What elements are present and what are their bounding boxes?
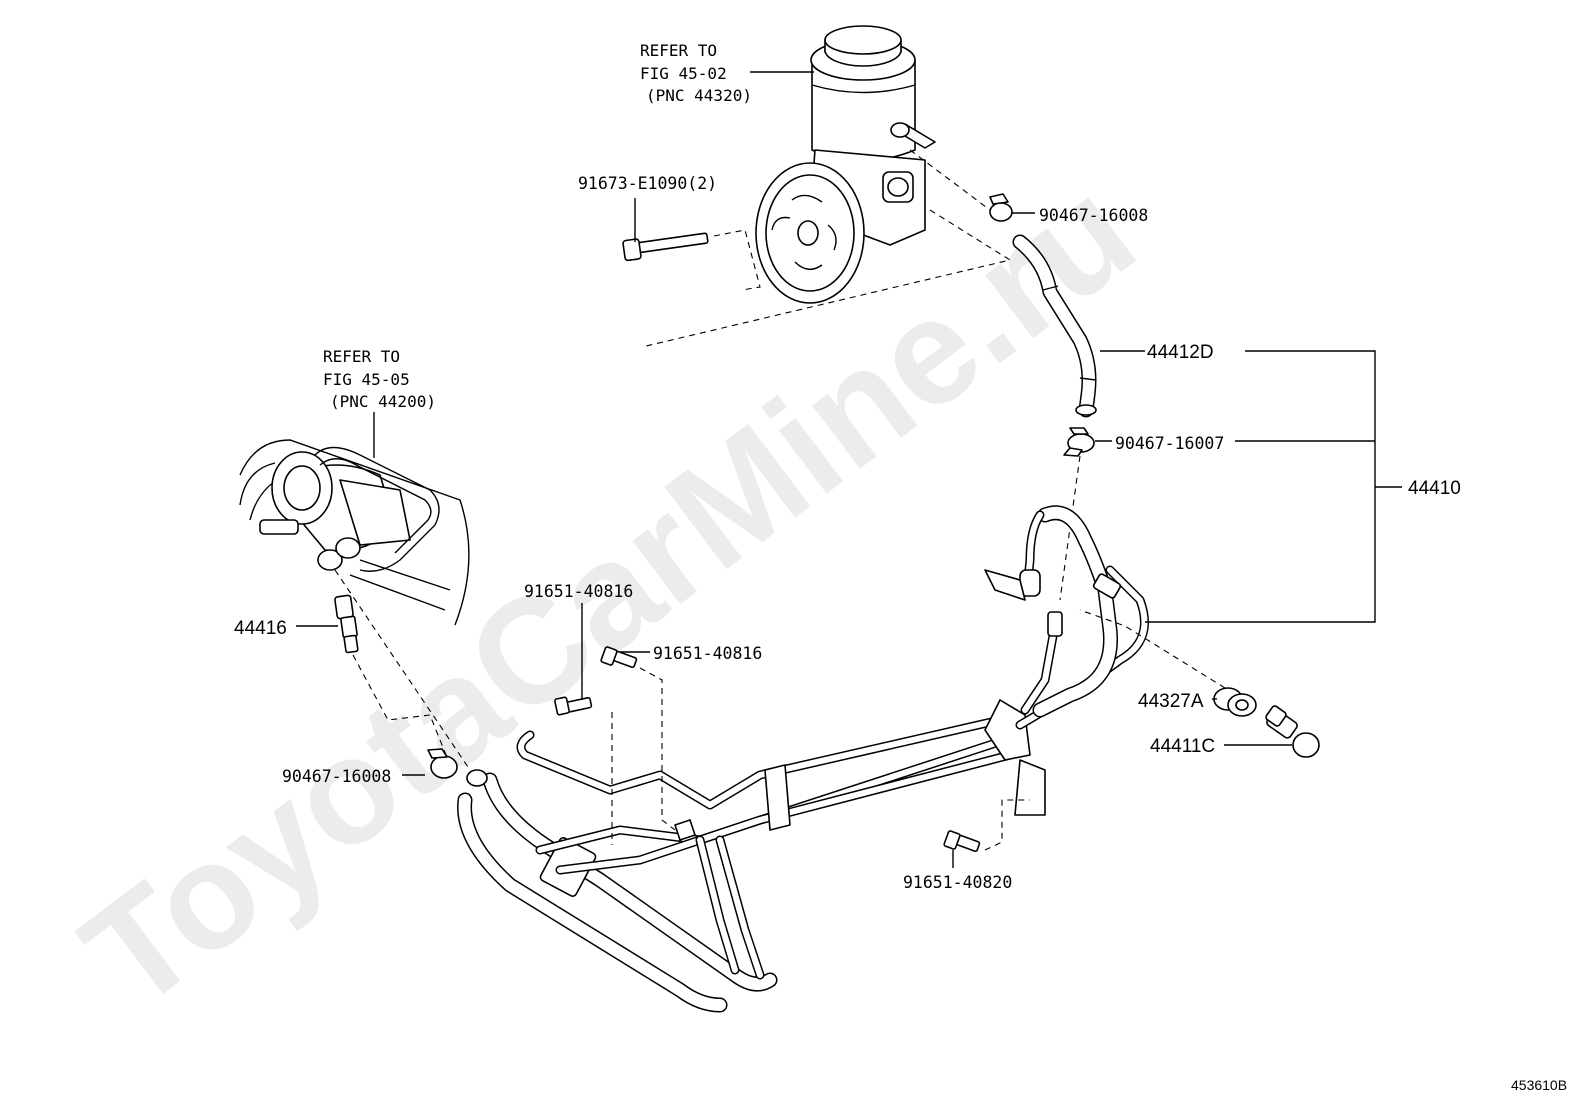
bolt-91651-40820[interactable] bbox=[943, 830, 981, 853]
part-label-44416[interactable]: 44416 bbox=[234, 618, 287, 639]
part-label-44412d[interactable]: 44412D bbox=[1147, 342, 1214, 363]
hose-clamp-bottom[interactable] bbox=[427, 748, 458, 779]
pump-ref-line3: (PNC 44320) bbox=[646, 86, 752, 105]
return-hose-44412d[interactable] bbox=[1012, 234, 1097, 418]
part-label-90467-16008-top[interactable]: 90467-16008 bbox=[1039, 206, 1148, 225]
drawing-code: 453610B bbox=[1511, 1077, 1567, 1093]
part-label-90467-16008-bottom[interactable]: 90467-16008 bbox=[282, 767, 391, 786]
tube-assembly-44410[interactable] bbox=[457, 505, 1149, 1013]
gear-reference: REFER TO FIG 45-05 (PNC 44200) bbox=[323, 347, 436, 411]
gear-ref-line1: REFER TO bbox=[323, 347, 400, 366]
part-label-44410[interactable]: 44410 bbox=[1408, 478, 1461, 499]
gear-ref-line3: (PNC 44200) bbox=[330, 392, 436, 411]
part-label-44411c[interactable]: 44411C bbox=[1150, 736, 1215, 757]
leader-lines bbox=[296, 71, 1402, 868]
part-label-91651-40816-a[interactable]: 91651-40816 bbox=[524, 582, 633, 601]
pump-reference: REFER TO FIG 45-02 (PNC 44320) bbox=[640, 41, 752, 105]
part-label-90467-16007[interactable]: 90467-16007 bbox=[1115, 434, 1224, 453]
pump-ref-line1: REFER TO bbox=[640, 41, 717, 60]
part-label-91651-40816-b[interactable]: 91651-40816 bbox=[653, 644, 762, 663]
bolt-91651-40816-b[interactable] bbox=[600, 646, 638, 669]
union-44416[interactable] bbox=[334, 594, 359, 654]
part-label-44327a[interactable]: 44327A bbox=[1138, 691, 1204, 712]
gear-ref-line2: FIG 45-05 bbox=[323, 370, 410, 389]
part-label-91673-e1090[interactable]: 91673-E1090(2) bbox=[578, 174, 717, 193]
union-bolt-44411c[interactable] bbox=[1265, 705, 1320, 758]
power-steering-pump[interactable] bbox=[755, 25, 936, 304]
gasket-44327a[interactable] bbox=[1213, 687, 1257, 717]
steering-gear[interactable] bbox=[239, 439, 470, 626]
hose-clamp-16007[interactable] bbox=[1063, 427, 1095, 457]
hose-clamp-top[interactable] bbox=[989, 193, 1013, 222]
pump-pulley-bolt[interactable] bbox=[622, 232, 709, 262]
bolt-91651-40816-a[interactable] bbox=[554, 696, 593, 716]
part-label-91651-40820[interactable]: 91651-40820 bbox=[903, 873, 1012, 892]
pump-ref-line2: FIG 45-02 bbox=[640, 64, 727, 83]
